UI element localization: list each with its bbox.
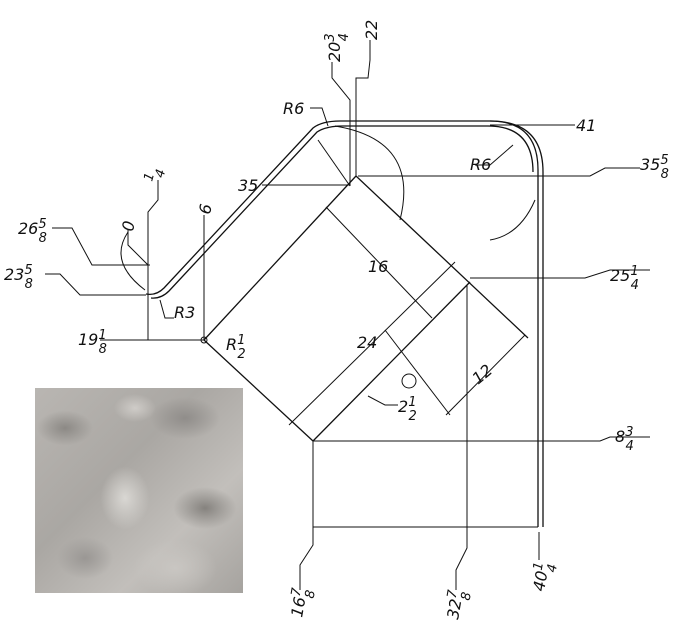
door-swing-arc [120, 231, 146, 291]
marble-swatch [35, 388, 243, 593]
dim-35: 35 [238, 176, 258, 195]
door-swing-arc [334, 125, 405, 221]
dim-24: 24 [357, 333, 377, 352]
dim-41: 41 [576, 116, 596, 135]
dimension-lines [45, 40, 650, 590]
dim-16: 16 [368, 257, 388, 276]
door-swing-arc [489, 199, 536, 241]
dim-12: 12 [468, 360, 496, 388]
radius-r6-top: R6 [283, 99, 304, 118]
dim-6: 6 [195, 202, 215, 215]
dim-20-3-4: 2034 [323, 33, 352, 62]
cabinet-outline [200, 175, 529, 442]
dim-32-7-8: 3278 [441, 588, 475, 622]
radius-r6-right: R6 [470, 155, 491, 174]
dim-16-7-8: 1678 [285, 586, 319, 620]
dim-40-1-4: 4014 [527, 561, 561, 595]
dim-0: 0 [118, 219, 138, 232]
dim-1-4: 14 [141, 165, 169, 186]
countertop-outline [145, 120, 544, 527]
faucet-hole [401, 373, 417, 389]
dim-22: 22 [362, 20, 381, 40]
radius-r3: R3 [174, 303, 195, 322]
